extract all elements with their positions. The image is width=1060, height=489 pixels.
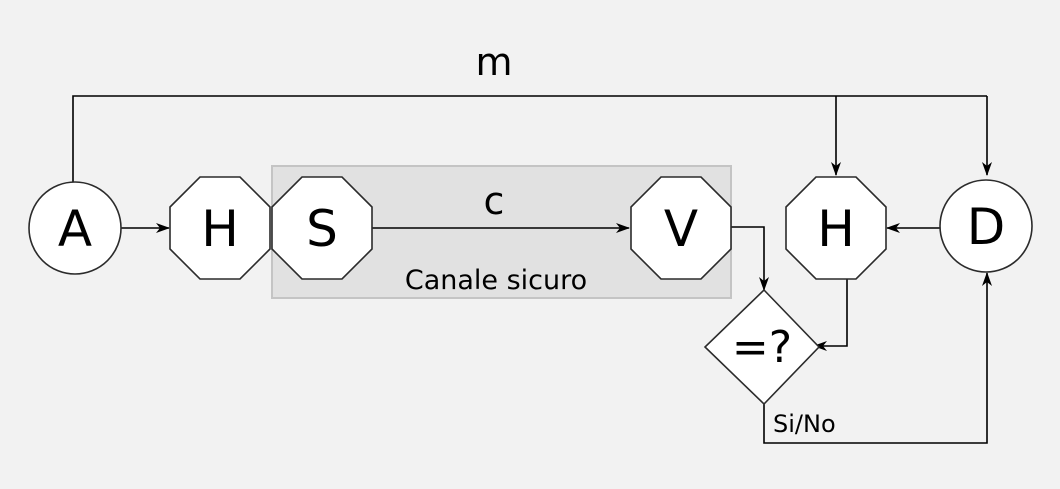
compare-node: =? <box>703 288 821 406</box>
hash-to-compare-arrow <box>813 279 848 351</box>
verify-to-compare-arrow <box>731 226 769 291</box>
hash-receiver-node: H <box>785 176 887 280</box>
verify-node-label: V <box>664 200 698 258</box>
compare-node-label: =? <box>732 322 792 373</box>
message-wire <box>72 95 987 182</box>
receiver-node: D <box>939 179 1033 273</box>
receiver-node-label: D <box>967 198 1006 256</box>
result-label: Si/No <box>773 410 836 438</box>
ciphertext-label: c <box>484 179 505 223</box>
hash-receiver-node-label: H <box>817 200 855 258</box>
hash-sender-node: H <box>169 176 271 280</box>
sign-node: S <box>271 176 373 280</box>
sign-node-label: S <box>306 200 338 258</box>
sender-node: A <box>28 181 122 275</box>
verify-node: V <box>630 176 732 280</box>
message-label: m <box>475 40 512 84</box>
hash-sender-node-label: H <box>201 200 239 258</box>
compare-to-receiver-arrow <box>763 272 992 444</box>
secure-channel-label: Canale sicuro <box>405 265 587 296</box>
sender-node-label: A <box>58 200 92 258</box>
